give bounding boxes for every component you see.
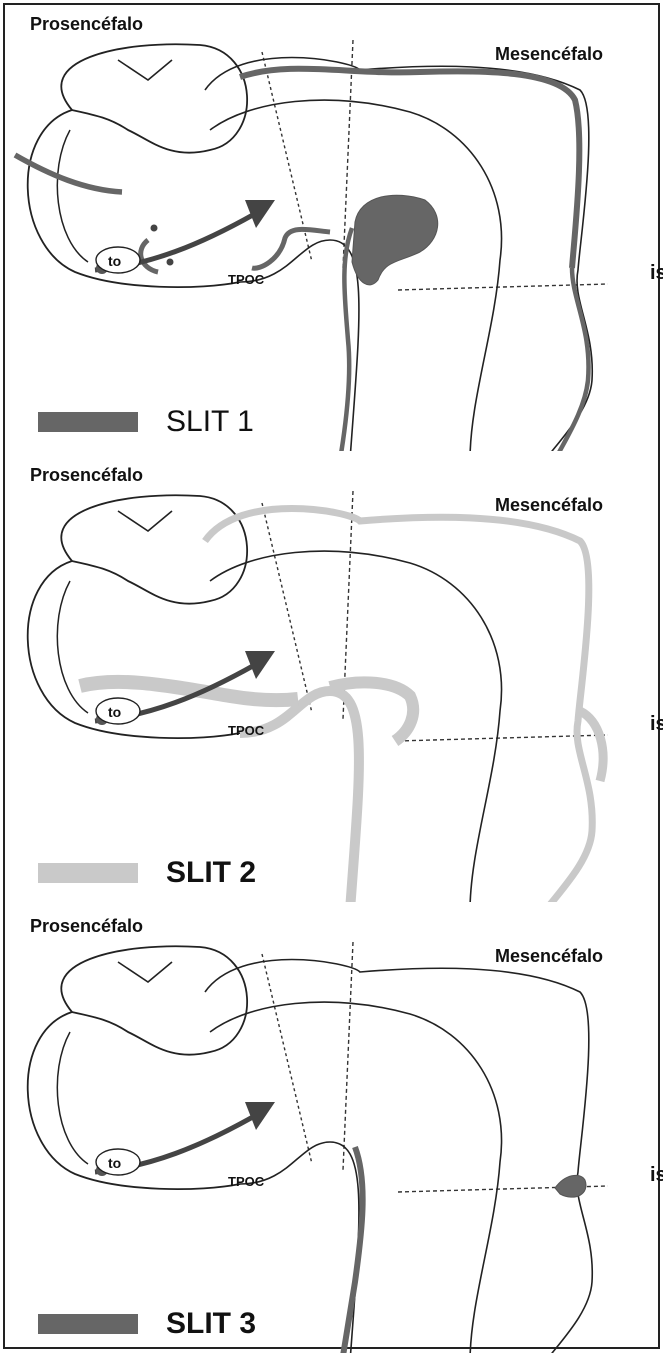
label-mesencephalon: Mesencéfalo (495, 495, 603, 516)
label-prosencephalon: Prosencéfalo (30, 14, 143, 35)
lobe-notch (118, 962, 172, 982)
legend-swatch (38, 412, 138, 432)
legend-label: SLIT 2 (166, 856, 256, 890)
expression-domain-blob (352, 195, 438, 285)
legend-slit-3: SLIT 3 (38, 1304, 256, 1344)
inner-outline (57, 1032, 88, 1164)
telencephalon-outline (61, 44, 247, 152)
legend-slit-2: SLIT 2 (38, 853, 256, 893)
lobe-notch (118, 60, 172, 80)
expression-dot (167, 259, 174, 266)
embryo-brain-diagram (0, 0, 663, 451)
label-mesencephalon: Mesencéfalo (495, 44, 603, 65)
boundary-line-diagonal (262, 954, 312, 1164)
label-tpoc: TPOC (228, 723, 264, 738)
expression-isthmus (555, 268, 589, 451)
legend-swatch (38, 1314, 138, 1334)
panel-slit-3: Prosencéfalo Mesencéfalo is TPOC to SLIT… (0, 902, 663, 1353)
label-isthmus: is (650, 262, 663, 285)
inner-outline (57, 130, 88, 262)
label-to: to (108, 1155, 121, 1171)
embryo-brain-diagram (0, 902, 663, 1353)
expression-ventral (340, 228, 352, 451)
label-tpoc: TPOC (228, 272, 264, 287)
legend-label: SLIT 3 (166, 1307, 256, 1341)
legend-slit-1: SLIT 1 (38, 402, 254, 442)
dorsal-outline (205, 960, 592, 1353)
label-mesencephalon: Mesencéfalo (495, 946, 603, 967)
legend-swatch (38, 863, 138, 883)
boundary-line-vertical (343, 942, 353, 1170)
label-prosencephalon: Prosencéfalo (30, 916, 143, 937)
label-to: to (108, 704, 121, 720)
panel-slit-2: Prosencéfalo Mesencéfalo is TPOC to SLIT… (0, 451, 663, 902)
boundary-line-diagonal (262, 503, 312, 713)
embryo-brain-diagram (0, 451, 663, 902)
label-isthmus: is (650, 1164, 663, 1187)
lobe-notch (118, 511, 172, 531)
legend-label: SLIT 1 (166, 405, 254, 439)
telencephalon-outline (61, 495, 247, 603)
telencephalon-outline (61, 946, 247, 1054)
expression-dot (151, 225, 158, 232)
expression-isthmus-blob (555, 1175, 586, 1197)
inner-outline (57, 581, 88, 713)
label-tpoc: TPOC (228, 1174, 264, 1189)
panel-slit-1: Prosencéfalo Mesencéfalo is TPOC to SLIT… (0, 0, 663, 451)
label-isthmus: is (650, 713, 663, 736)
label-to: to (108, 253, 121, 269)
label-prosencephalon: Prosencéfalo (30, 465, 143, 486)
